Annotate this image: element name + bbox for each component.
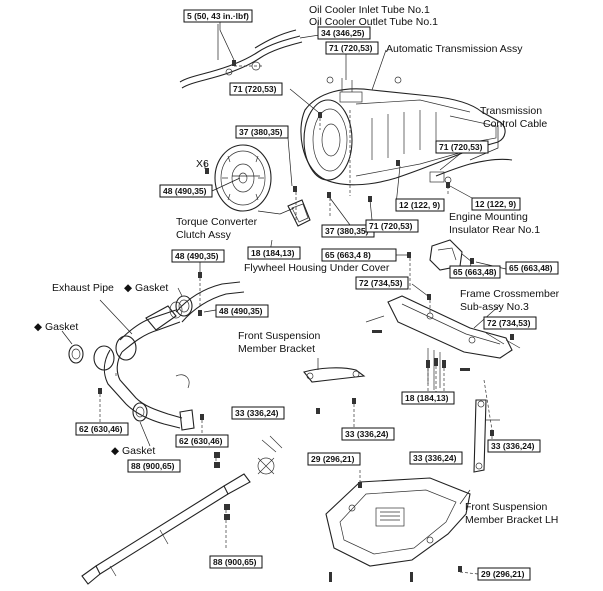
svg-text:72 (734,53): 72 (734,53) (359, 278, 403, 288)
torque-box: 65 (663,48) (449, 265, 501, 279)
label-front-suspension-bracket-lh-line1: Front Suspension (465, 501, 547, 513)
label-automatic-transmission-assy: Automatic Transmission Assy (386, 43, 523, 55)
torque-box: 62 (630,46) (75, 422, 129, 436)
torque-box: 37 (380,35) (235, 125, 289, 139)
svg-text:33 (336,24): 33 (336,24) (235, 408, 279, 418)
label-exhaust-pipe: Exhaust Pipe (52, 282, 114, 294)
torque-box: 48 (490,35) (171, 249, 225, 263)
torque-box: 12 (122, 9) (471, 197, 521, 211)
label-transmission-cable-line1: Transmission (480, 105, 542, 117)
svg-text:18 (184,13): 18 (184,13) (251, 248, 295, 258)
torque-box: 48 (490,35) (215, 304, 269, 318)
torque-box: 71 (720,53) (229, 82, 283, 96)
svg-text:12 (122, 9): 12 (122, 9) (475, 199, 516, 209)
label-frame-crossmember-line2: Sub-assy No.3 (460, 301, 529, 313)
svg-text:88 (900,65): 88 (900,65) (213, 557, 257, 567)
torque-box: 65 (663,48) (505, 261, 559, 275)
bolts (98, 60, 514, 582)
label-frame-crossmember-line1: Frame Crossmember (460, 288, 560, 300)
svg-text:5 (50, 43 in.·lbf): 5 (50, 43 in.·lbf) (187, 11, 249, 21)
torque-box: 29 (296,21) (477, 567, 531, 581)
svg-text:33 (336,24): 33 (336,24) (491, 441, 535, 451)
svg-text:62 (630,46): 62 (630,46) (179, 436, 223, 446)
oil-cooler-tubes (179, 24, 303, 89)
torque-converter-clutch-assy (214, 144, 272, 212)
torque-box: 71 (720,53) (365, 219, 419, 233)
svg-text:48 (490,35): 48 (490,35) (175, 251, 219, 261)
torque-box: 62 (630,46) (175, 434, 229, 448)
torque-box: 48 (490,35) (159, 184, 213, 198)
svg-text:37 (380,35): 37 (380,35) (239, 127, 283, 137)
front-suspension-member-bracket (303, 367, 366, 383)
label-engine-mounting-line2: Insulator Rear No.1 (449, 224, 540, 236)
label-oil-cooler-outlet-tube: Oil Cooler Outlet Tube No.1 (309, 16, 438, 28)
label-front-suspension-bracket-lh-line2: Member Bracket LH (465, 514, 558, 526)
svg-text:48 (490,35): 48 (490,35) (163, 186, 207, 196)
torque-box: 71 (720,53) (325, 41, 379, 55)
label-front-suspension-bracket-line1: Front Suspension (238, 330, 320, 342)
label-flywheel-housing-under-cover: Flywheel Housing Under Cover (244, 262, 390, 274)
svg-text:12 (122, 9): 12 (122, 9) (399, 200, 440, 210)
front-suspension-member-bracket-lh (473, 399, 487, 473)
svg-text:72 (734,53): 72 (734,53) (487, 318, 531, 328)
torque-box: 18 (184,13) (401, 391, 455, 405)
torque-box: 33 (336,24) (341, 427, 395, 441)
svg-text:29 (296,21): 29 (296,21) (481, 569, 525, 579)
torque-box: 88 (900,65) (209, 555, 263, 569)
torque-box: 88 (900,65) (127, 459, 181, 473)
label-front-suspension-bracket-line2: Member Bracket (238, 343, 315, 355)
label-gasket-bottom: ◆ Gasket (111, 445, 155, 457)
torque-box: 72 (734,53) (355, 276, 409, 290)
svg-text:34 (346,25): 34 (346,25) (321, 28, 365, 38)
torque-box: 33 (336,24) (487, 439, 541, 453)
svg-text:33 (336,24): 33 (336,24) (413, 453, 457, 463)
propeller-shaft (81, 435, 283, 585)
svg-text:71 (720,53): 71 (720,53) (329, 43, 373, 53)
torque-box: 65 (663,4 8) (321, 248, 397, 262)
label-torque-converter-line1: Torque Converter (176, 216, 258, 228)
automatic-transmission-assy (300, 76, 506, 186)
svg-text:29 (296,21): 29 (296,21) (311, 454, 355, 464)
leader-lines (61, 22, 507, 505)
label-transmission-cable-line2: Control Cable (483, 118, 547, 130)
flywheel-housing-under-cover (287, 199, 311, 227)
frame-crossmember (365, 295, 521, 390)
engine-under-cover (325, 477, 471, 567)
label-gasket-top: ◆ Gasket (124, 282, 168, 294)
label-x6: X6 (196, 158, 209, 170)
svg-text:62 (630,46): 62 (630,46) (79, 424, 123, 434)
svg-text:65 (663,48): 65 (663,48) (453, 267, 497, 277)
torque-box: 18 (184,13) (247, 246, 301, 260)
transmission-control-cable (429, 158, 513, 184)
exhaust-pipe-assembly (93, 281, 245, 431)
svg-text:18 (184,13): 18 (184,13) (405, 393, 449, 403)
torque-box: 33 (336,24) (409, 451, 463, 465)
label-torque-converter-line2: Clutch Assy (176, 229, 232, 241)
torque-box: 72 (734,53) (483, 316, 537, 330)
svg-text:33 (336,24): 33 (336,24) (345, 429, 389, 439)
svg-text:71 (720,53): 71 (720,53) (439, 142, 483, 152)
label-gasket-left: ◆ Gasket (34, 321, 78, 333)
svg-text:65 (663,4 8): 65 (663,4 8) (325, 250, 371, 260)
part-labels: Oil Cooler Inlet Tube No.1 Oil Cooler Ou… (34, 4, 560, 526)
svg-text:48 (490,35): 48 (490,35) (219, 306, 263, 316)
svg-text:71 (720,53): 71 (720,53) (233, 84, 277, 94)
torque-box: 29 (296,21) (307, 452, 361, 466)
torque-box: 12 (122, 9) (395, 198, 445, 212)
dashed-leader-lines (99, 65, 493, 575)
svg-text:88 (900,65): 88 (900,65) (131, 461, 175, 471)
torque-box: 5 (50, 43 in.·lbf) (183, 9, 253, 23)
gaskets (68, 295, 193, 422)
svg-text:65 (663,48): 65 (663,48) (509, 263, 553, 273)
torque-callouts: 5 (50, 43 in.·lbf) 34 (346,25) 71 (720,5… (75, 9, 559, 581)
svg-text:37 (380,35): 37 (380,35) (325, 226, 369, 236)
svg-text:71 (720,53): 71 (720,53) (369, 221, 413, 231)
label-engine-mounting-line1: Engine Mounting (449, 211, 528, 223)
torque-box: 33 (336,24) (231, 406, 285, 420)
torque-box: 34 (346,25) (317, 26, 371, 40)
label-oil-cooler-inlet-tube: Oil Cooler Inlet Tube No.1 (309, 4, 430, 16)
torque-box: 71 (720,53) (435, 140, 489, 154)
